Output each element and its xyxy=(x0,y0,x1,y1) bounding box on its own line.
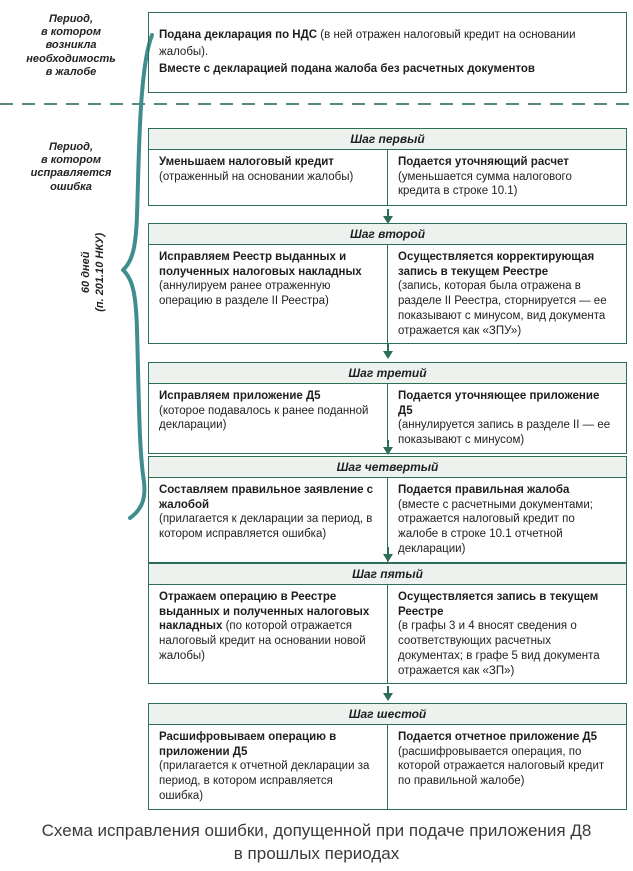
step-3-title: Шаг третий xyxy=(149,363,626,384)
step-3-body: Исправляем приложение Д5 (которое подава… xyxy=(149,384,626,453)
step-1-result-bold: Подается уточняющий расчет xyxy=(398,156,569,168)
step-6-action-cell: Расшифровываем операцию в приложении Д5 … xyxy=(149,725,388,809)
step-6-body: Расшифровываем операцию в приложении Д5 … xyxy=(149,725,626,809)
step-5-block: Шаг пятый Отражаем операцию в Реестре вы… xyxy=(148,563,627,685)
step-2-action-note: (аннулируем ранее отраженную операцию в … xyxy=(159,280,331,308)
step-6-title: Шаг шестой xyxy=(149,704,626,725)
step-4-title: Шаг четвертый xyxy=(149,457,626,478)
step-4-result-bold: Подается правильная жалоба xyxy=(398,484,570,496)
step-4-result-note: (вместе с расчетными документами; отража… xyxy=(398,498,593,555)
step-3-result-bold: Подается уточняющее приложение Д5 xyxy=(398,390,600,417)
step-1-body: Уменьшаем налоговый кредит (отраженный н… xyxy=(149,150,626,205)
step-2-title: Шаг второй xyxy=(149,224,626,245)
step-5-result-cell: Осуществляется запись в текущем Реестре … xyxy=(388,585,626,683)
step-2-result-note: (запись, которая была отражена в разделе… xyxy=(398,280,607,337)
period-need-label: Период, в котором возникла необходимость… xyxy=(26,13,116,78)
step-6-action-note: (прилагается к отчетной декларации за пе… xyxy=(159,760,370,802)
step-5-action-cell: Отражаем операцию в Реестре выданных и п… xyxy=(149,585,388,684)
down-arrow-icon xyxy=(383,686,393,701)
down-arrow-icon xyxy=(383,344,393,359)
step-5-result-note: (в графы 3 и 4 вносят сведения о соответ… xyxy=(398,620,600,677)
step-3-result-cell: Подается уточняющее приложение Д5 (аннул… xyxy=(388,384,626,453)
step-2-result-bold: Осуществляется корректирующая запись в т… xyxy=(398,251,595,278)
figure-caption: Схема исправления ошибки, допущенной при… xyxy=(41,821,592,863)
step-6-action-bold: Расшифровываем операцию в приложении Д5 xyxy=(159,731,337,758)
step-5-title: Шаг пятый xyxy=(149,564,626,585)
step-6-result-bold: Подается отчетное приложение Д5 xyxy=(398,731,598,743)
step-1-action-note: (отраженный на основании жалобы) xyxy=(159,170,354,183)
step-5-action-bold: Отражаем операцию в Реестре выданных и п… xyxy=(159,591,370,633)
down-arrow-icon xyxy=(383,440,393,455)
intro-line-1: Подана декларация по НДС (в ней отражен … xyxy=(159,27,616,62)
declaration-intro-box: Подана декларация по НДС (в ней отражен … xyxy=(148,12,627,93)
step-3-block: Шаг третий Исправляем приложение Д5 (кот… xyxy=(148,362,627,454)
step-2-result-cell: Осуществляется корректирующая запись в т… xyxy=(388,245,626,343)
step-1-action-bold: Уменьшаем налоговый кредит xyxy=(159,156,334,168)
step-6-block: Шаг шестой Расшифровываем операцию в при… xyxy=(148,703,627,810)
step-3-action-bold: Исправляем приложение Д5 xyxy=(159,390,321,402)
step-6-result-note: (расшифровывается операция, по которой о… xyxy=(398,745,605,788)
step-2-action-bold: Исправляем Реестр выданных и полученных … xyxy=(159,251,362,278)
step-2-body: Исправляем Реестр выданных и полученных … xyxy=(149,245,626,344)
step-1-action-cell: Уменьшаем налоговый кредит (отраженный н… xyxy=(149,150,388,205)
step-6-result-cell: Подается отчетное приложение Д5 (расшифр… xyxy=(388,725,626,809)
step-5-action-note: (по которой отражается налоговый кредит … xyxy=(159,620,366,662)
step-5-body: Отражаем операцию в Реестре выданных и п… xyxy=(149,585,626,684)
sixty-days-label: 60 дней (п. 201.10 НКУ) xyxy=(80,232,107,312)
step-1-result-cell: Подается уточняющий расчет (уменьшается … xyxy=(388,150,626,205)
intro-normal-tail: (в ней отражен налоговый кредит на основ… xyxy=(159,28,576,58)
intro-line-2: Вместе с декларацией подана жалоба без р… xyxy=(159,63,535,76)
step-3-action-cell: Исправляем приложение Д5 (которое подава… xyxy=(149,384,388,453)
step-4-action-bold: Составляем правильное заявление с жалобо… xyxy=(159,484,374,511)
step-1-block: Шаг первый Уменьшаем налоговый кредит (о… xyxy=(148,128,627,206)
step-1-title: Шаг первый xyxy=(149,129,626,150)
step-5-result-bold: Осуществляется запись в текущем Реестре xyxy=(398,591,599,618)
step-4-result-cell: Подается правильная жалоба (вместе с рас… xyxy=(388,478,626,562)
intro-bold-lead: Подана декларация по НДС xyxy=(159,28,318,41)
step-4-block: Шаг четвертый Составляем правильное заяв… xyxy=(148,456,627,563)
step-4-body: Составляем правильное заявление с жалобо… xyxy=(149,478,626,562)
step-2-action-cell: Исправляем Реестр выданных и полученных … xyxy=(149,245,388,344)
down-arrow-icon xyxy=(383,209,393,224)
step-2-block: Шаг второй Исправляем Реестр выданных и … xyxy=(148,223,627,345)
period-divider-line xyxy=(0,103,633,105)
step-4-action-note: (прилагается к декларации за период, в к… xyxy=(159,513,373,541)
step-4-action-cell: Составляем правильное заявление с жалобо… xyxy=(149,478,388,562)
down-arrow-icon xyxy=(383,547,393,562)
step-1-result-note: (уменьшается сумма налогового кредита в … xyxy=(398,170,572,198)
step-3-result-note: (аннулируется запись в разделе II — ее п… xyxy=(398,419,611,447)
step-3-action-note: (которое подавалось к ранее поданной дек… xyxy=(159,404,369,432)
period-fix-label: Период, в котором исправляется ошибка xyxy=(30,141,112,193)
sixty-days-label-wrap: 60 дней (п. 201.10 НКУ) xyxy=(44,222,144,322)
